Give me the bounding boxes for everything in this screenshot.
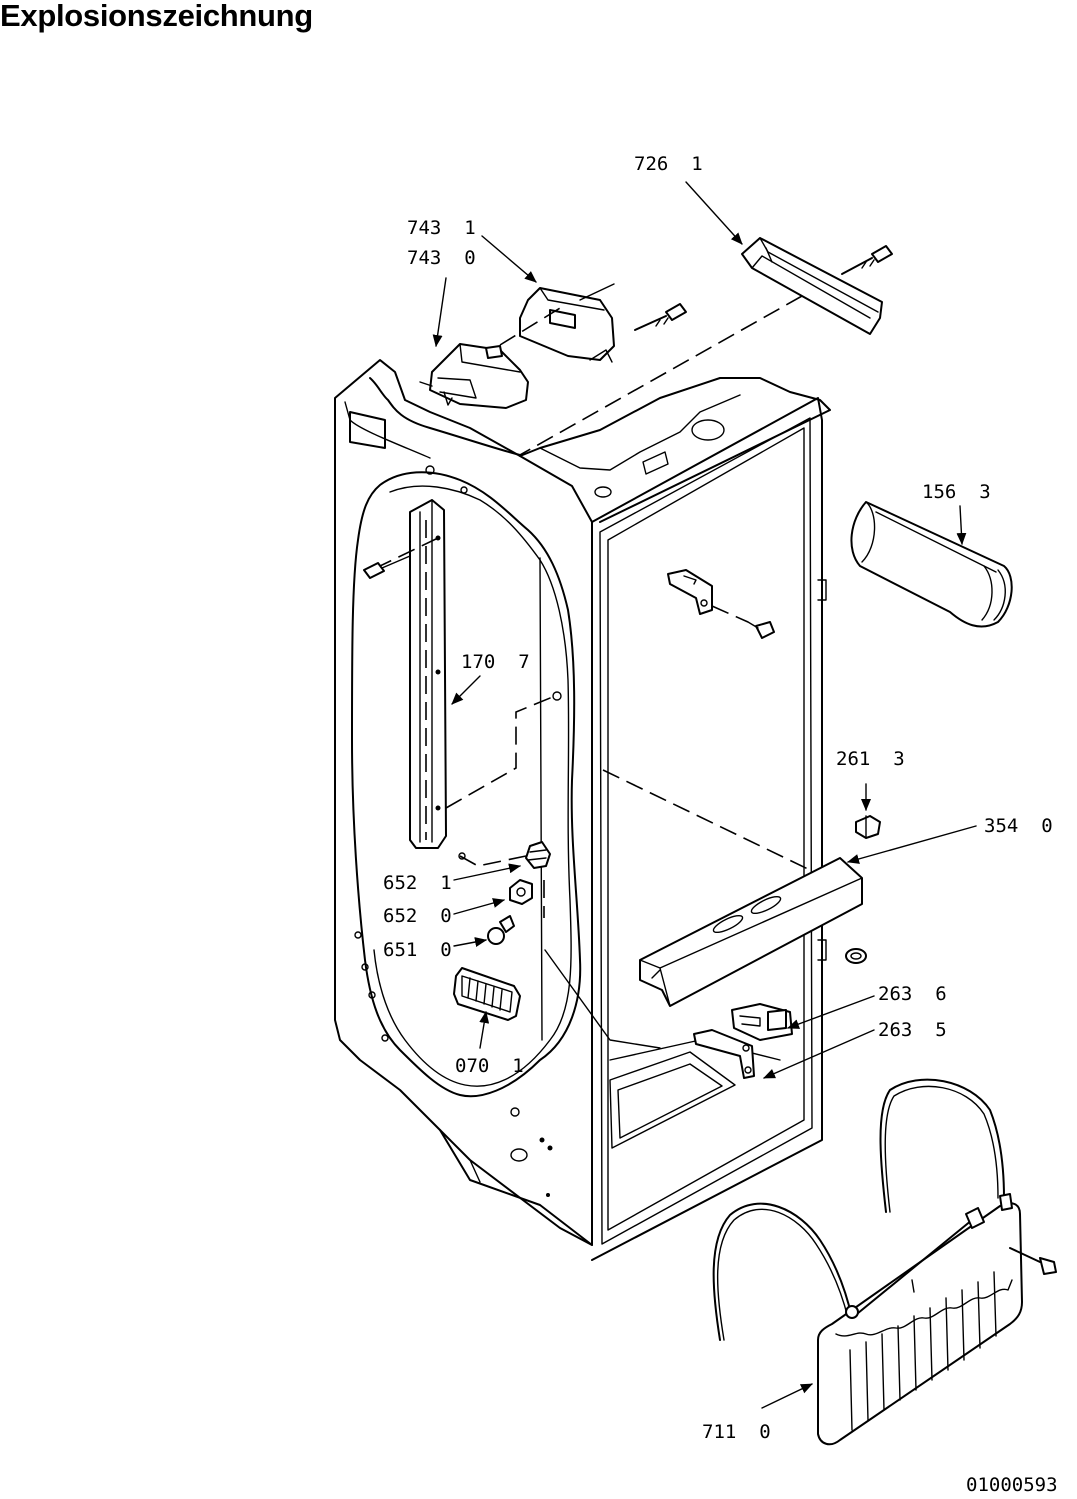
- part-vertical-rail: [363, 499, 562, 849]
- spring-clip-icon: [525, 841, 551, 869]
- screw-icon: [841, 245, 893, 275]
- label-651-0: 651 0: [383, 939, 452, 961]
- label-743-0: 743 0: [407, 247, 476, 269]
- label-652-0: 652 0: [383, 905, 452, 927]
- label-652-1: 652 1: [383, 872, 452, 894]
- part-bracket-263: [693, 1003, 793, 1079]
- plug-icon: [855, 815, 881, 839]
- part-grille: [453, 967, 521, 1021]
- screw-icon: [634, 303, 687, 331]
- label-743-1: 743 1: [407, 217, 476, 239]
- label-261-3: 261 3: [836, 748, 905, 770]
- screw-icon: [363, 555, 411, 579]
- part-labels: 726 1 743 1 743 0 156 3 170 7 261 3 354 …: [383, 153, 1053, 1443]
- part-switch-743-0: [419, 343, 529, 409]
- label-156-3: 156 3: [922, 481, 991, 503]
- grommet-icon: [845, 948, 867, 964]
- part-evaporator: [712, 1078, 1057, 1446]
- part-top-rail: [519, 237, 893, 456]
- label-263-5: 263 5: [878, 1019, 947, 1041]
- page-title: Explosionszeichnung: [0, 0, 313, 33]
- screw-icon: [1009, 1247, 1057, 1275]
- label-263-6: 263 6: [878, 983, 947, 1005]
- label-726-1: 726 1: [634, 153, 703, 175]
- part-gutter: [850, 501, 1013, 628]
- label-354-0: 354 0: [984, 815, 1053, 837]
- cabinet-housing: [334, 359, 831, 1261]
- knob-icon: [487, 915, 515, 945]
- screw-icon: [747, 621, 775, 639]
- part-bracket-743-1: [499, 283, 687, 363]
- part-shelf-rail: [639, 815, 881, 1007]
- part-small-fasteners: [458, 841, 551, 945]
- document-number: 01000593: [966, 1474, 1058, 1496]
- nut-icon: [509, 879, 533, 905]
- label-711-0: 711 0: [702, 1421, 771, 1443]
- label-070-1: 070 1: [455, 1055, 524, 1077]
- part-small-bracket: [667, 569, 775, 639]
- label-170-7: 170 7: [461, 651, 530, 673]
- leader-lines: [432, 181, 977, 1409]
